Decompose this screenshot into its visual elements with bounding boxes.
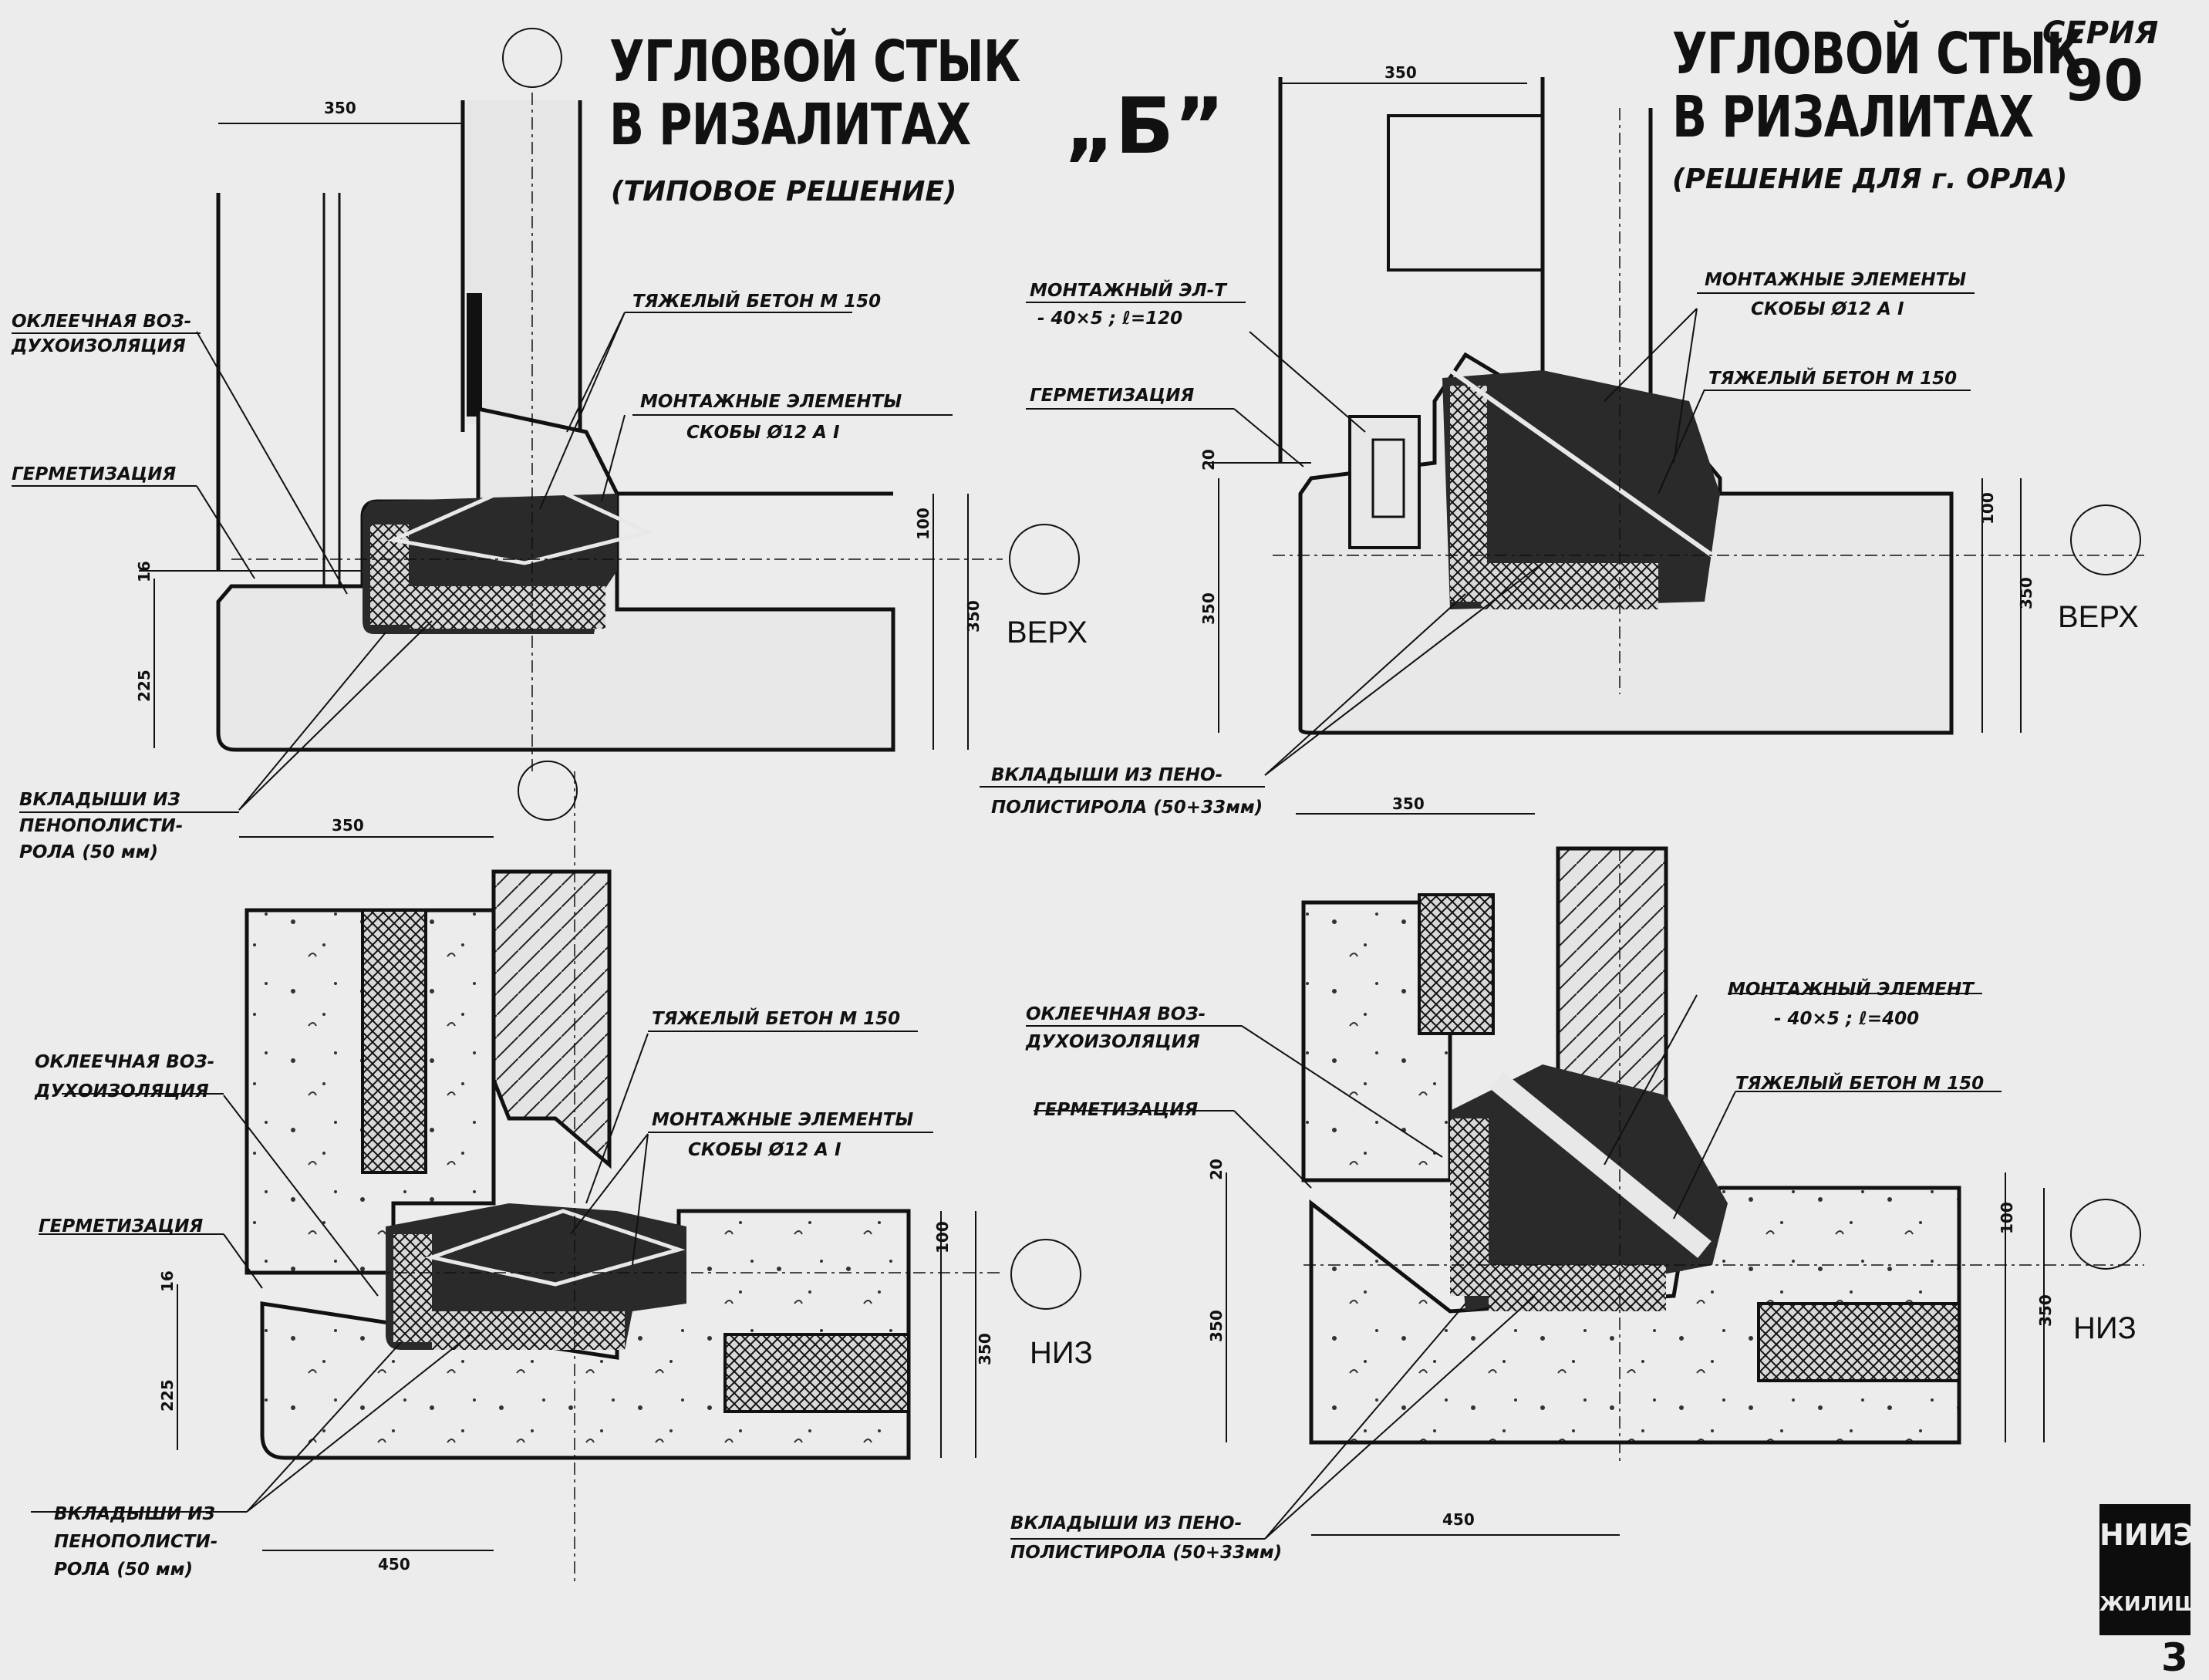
dim-20-tr: 20 <box>1199 449 1218 471</box>
label-montazh-el-t-2: - 40×5 ; ℓ=120 <box>1037 309 1183 329</box>
label-montazh-tl: МОНТАЖНЫЕ ЭЛЕМЕНТЫ <box>640 392 902 412</box>
dim-20-br: 20 <box>1207 1159 1226 1180</box>
detail-top-right <box>1203 77 2144 776</box>
label-okleechnaya-bl-1: ОКЛЕЕЧНАЯ ВОЗ- <box>35 1052 215 1072</box>
dim-450-bl: 450 <box>378 1555 410 1574</box>
dim-350-tl-top: 350 <box>324 99 356 117</box>
label-underlines <box>12 292 2002 1540</box>
institute-stamp: НИИЭП ЖИЛИЩА <box>2099 1504 2209 1635</box>
sheet-number: 3 <box>2161 1635 2188 1680</box>
label-vkladyshi-bl-3: РОЛА (50 мм) <box>54 1560 193 1580</box>
detail-bottom-right <box>1226 813 2144 1540</box>
label-verh-tl: ВЕРХ <box>1007 616 1088 649</box>
series-label: СЕРИЯ <box>2042 15 2159 51</box>
label-montazh-element-1: МОНТАЖНЫЙ ЭЛЕМЕНТ <box>1728 980 1974 1000</box>
label-vkladyshi-tl-2: ПЕНОПОЛИСТИ- <box>19 816 184 836</box>
dim-450-br: 450 <box>1442 1510 1475 1529</box>
subtitle-right: (РЕШЕНИЕ ДЛЯ г. ОРЛА) <box>1672 164 2068 195</box>
detail-top-left <box>139 28 1080 811</box>
label-vkladyshi-tl-3: РОЛА (50 мм) <box>19 842 158 862</box>
label-montazh-bl: МОНТАЖНЫЕ ЭЛЕМЕНТЫ <box>652 1110 914 1130</box>
label-skoby-bl: СКОБЫ Ø12 А I <box>688 1140 841 1160</box>
label-verh-tr: ВЕРХ <box>2058 600 2139 634</box>
center-mark: „Б” <box>1064 81 1225 171</box>
dim-100-tr: 100 <box>1978 492 1997 525</box>
label-okleechnaya-tl-2: ДУХОИЗОЛЯЦИЯ <box>12 336 186 356</box>
label-germetizatsiya-tr: ГЕРМЕТИЗАЦИЯ <box>1030 386 1195 406</box>
label-montazh-tr: МОНТАЖНЫЕ ЭЛЕМЕНТЫ <box>1705 270 1967 290</box>
dim-350-br-right: 350 <box>2036 1294 2055 1327</box>
label-vkladyshi-tl-1: ВКЛАДЫШИ ИЗ <box>19 790 180 810</box>
dim-350-br-top: 350 <box>1392 794 1425 813</box>
dim-350-tr-top: 350 <box>1384 63 1417 82</box>
detail-bottom-left <box>177 761 1081 1581</box>
title-right-line1: УГЛОВОЙ СТЫК <box>1672 21 2083 87</box>
label-vkladyshi-bl-2: ПЕНОПОЛИСТИ- <box>54 1532 218 1552</box>
dim-16-tl: 16 <box>135 561 153 582</box>
label-okleechnaya-bl-2: ДУХОИЗОЛЯЦИЯ <box>35 1081 209 1101</box>
dim-100-tl: 100 <box>914 508 933 540</box>
label-beton-tr: ТЯЖЕЛЫЙ БЕТОН М 150 <box>1708 369 1958 389</box>
dim-16-bl: 16 <box>158 1270 177 1292</box>
label-vkladyshi-tr-1: ВКЛАДЫШИ ИЗ ПЕНО- <box>991 765 1223 785</box>
label-skoby-tl: СКОБЫ Ø12 А I <box>686 423 840 443</box>
stamp-line1: НИИЭП <box>2099 1518 2209 1552</box>
label-montazh-element-2: - 40×5 ; ℓ=400 <box>1774 1009 1920 1029</box>
label-germetizatsiya-tl: ГЕРМЕТИЗАЦИЯ <box>12 464 177 484</box>
dim-100-bl: 100 <box>933 1221 952 1253</box>
title-left-line1: УГЛОВОЙ СТЫК <box>609 29 1020 95</box>
dim-350-tr-right: 350 <box>2017 577 2035 609</box>
dim-350-tr-left: 350 <box>1199 592 1218 625</box>
label-vkladyshi-br-2: ПОЛИСТИРОЛА (50+33мм) <box>1010 1543 1283 1563</box>
dim-350-tl-right: 350 <box>964 600 983 633</box>
dim-225-bl: 225 <box>158 1379 177 1412</box>
stamp-line2: ЖИЛИЩА <box>2099 1593 2209 1616</box>
label-vkladyshi-tr-2: ПОЛИСТИРОЛА (50+33мм) <box>991 798 1263 818</box>
label-okleechnaya-br-1: ОКЛЕЕЧНАЯ ВОЗ- <box>1026 1004 1206 1024</box>
label-germetizatsiya-br: ГЕРМЕТИЗАЦИЯ <box>1034 1100 1199 1120</box>
label-montazh-el-t-1: МОНТАЖНЫЙ ЭЛ-Т <box>1030 281 1226 301</box>
label-beton-bl: ТЯЖЕЛЫЙ БЕТОН М 150 <box>652 1009 901 1029</box>
label-skoby-tr: СКОБЫ Ø12 А I <box>1751 299 1904 319</box>
title-right-line2: В РИЗАЛИТАХ <box>1672 84 2034 150</box>
label-germetizatsiya-bl: ГЕРМЕТИЗАЦИЯ <box>39 1216 204 1236</box>
title-left-line2: В РИЗАЛИТАХ <box>609 92 971 158</box>
label-niz-bl: НИЗ <box>1030 1336 1093 1370</box>
dim-100-br: 100 <box>1998 1202 2016 1234</box>
label-beton-tl: ТЯЖЕЛЫЙ БЕТОН М 150 <box>632 292 882 312</box>
dim-350-br-left: 350 <box>1207 1310 1226 1342</box>
label-beton-br: ТЯЖЕЛЫЙ БЕТОН М 150 <box>1735 1074 1985 1094</box>
dim-225-tl: 225 <box>135 670 153 702</box>
label-okleechnaya-br-2: ДУХОИЗОЛЯЦИЯ <box>1026 1032 1200 1052</box>
label-vkladyshi-br-1: ВКЛАДЫШИ ИЗ ПЕНО- <box>1010 1513 1243 1533</box>
dim-350-bl-right: 350 <box>976 1333 994 1365</box>
series-number: 90 <box>2064 48 2143 114</box>
label-vkladyshi-bl-1: ВКЛАДЫШИ ИЗ <box>54 1504 215 1524</box>
label-okleechnaya-tl-1: ОКЛЕЕЧНАЯ ВОЗ- <box>12 312 192 332</box>
subtitle-left: (ТИПОВОЕ РЕШЕНИЕ) <box>611 176 957 207</box>
dim-350-bl-top: 350 <box>332 816 364 835</box>
label-niz-br: НИЗ <box>2073 1311 2136 1345</box>
